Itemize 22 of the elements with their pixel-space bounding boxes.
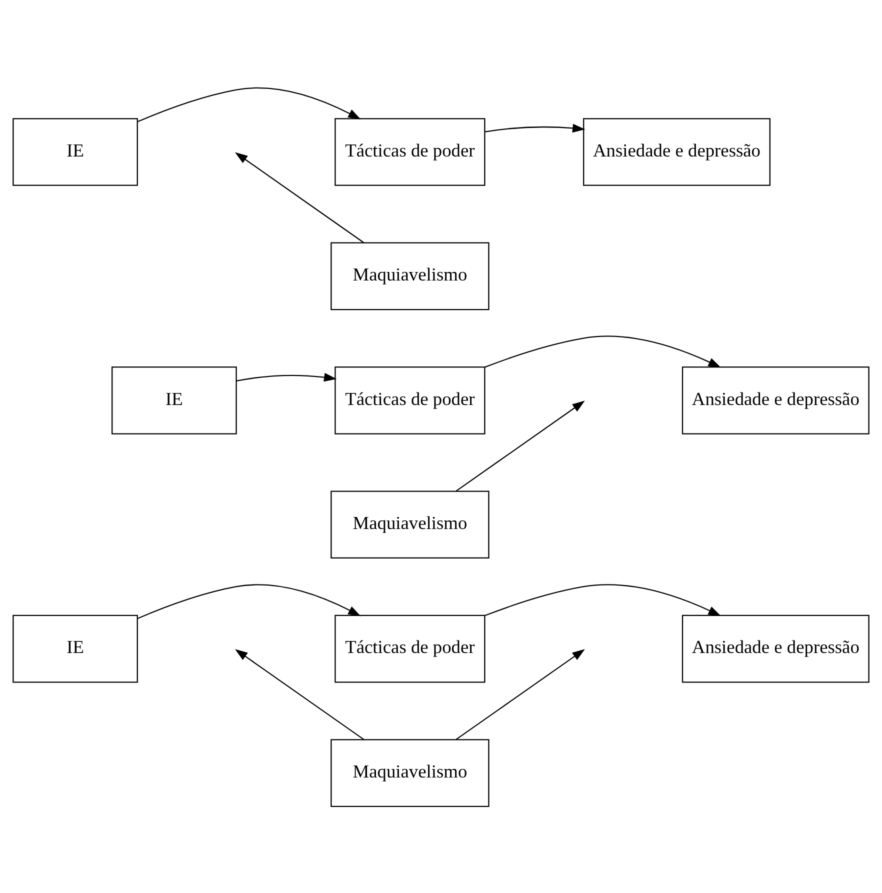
arrow <box>138 86 361 122</box>
node-box: Tácticas de poder <box>334 366 486 434</box>
arrow <box>484 123 586 132</box>
node-box: Maquiavelismo <box>330 490 490 558</box>
arrow <box>456 648 585 740</box>
node-box: IE <box>112 366 237 434</box>
node-box: Ansiedade e depressão <box>682 614 870 682</box>
node-box: Maquiavelismo <box>330 738 490 806</box>
node-box: IE <box>12 118 138 186</box>
arrow <box>484 335 721 368</box>
node-box: Tácticas de poder <box>334 614 486 682</box>
node-box: IE <box>12 614 138 682</box>
node-box: Ansiedade e depressão <box>583 118 770 186</box>
arrow <box>484 584 721 616</box>
arrow <box>234 648 364 740</box>
arrow <box>236 372 337 382</box>
node-box: Tácticas de poder <box>334 118 486 186</box>
arrow <box>138 584 361 619</box>
node-box: Maquiavelismo <box>330 242 490 310</box>
arrow <box>234 152 364 243</box>
arrow <box>456 400 585 492</box>
node-box: Ansiedade e depressão <box>682 366 870 434</box>
